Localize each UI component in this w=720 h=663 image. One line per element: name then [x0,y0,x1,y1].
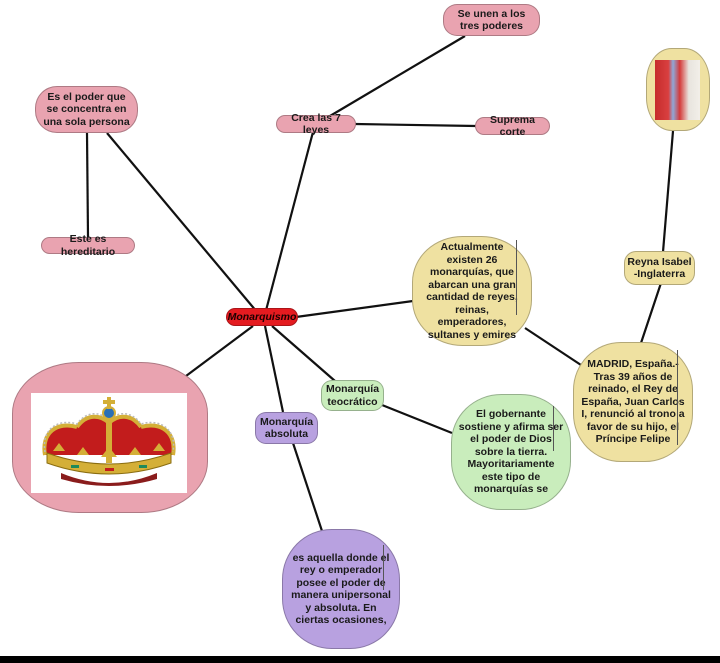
node-crea-leyes[interactable]: Crea las 7 leyes [276,112,356,136]
edge-reyna-photo [661,130,675,253]
node-hereditario-label: Este es hereditario [60,233,116,258]
node-madrid-scrollbar[interactable] [677,350,678,445]
node-absoluta-label: Monarquía absoluta [259,415,314,441]
node-tres-poderes[interactable]: Se unen a los tres poderes [443,4,540,36]
node-suprema-corte[interactable]: Suprema corte [475,114,550,138]
node-madrid-label: MADRID, España.- Tras 39 años de reinado… [581,358,685,446]
node-reyna-isabel-label: Reyna Isabel -Inglaterra [627,255,692,281]
node-reyna-isabel[interactable]: Reyna Isabel -Inglaterra [624,251,695,285]
edge-central-poder [106,132,263,319]
node-teocratico-desc-label: El gobernante sostiene y afirma ser el p… [458,408,564,496]
edge-leyes-suprema [354,122,477,128]
royal-family-photo [655,60,700,120]
node-actualmente[interactable]: Actualmente existen 26 monarquías, que a… [412,236,532,346]
edge-central-leyes [262,131,315,319]
edge-absoluta-desc [291,442,324,532]
edge-central-absoluta [263,325,285,413]
node-tres-poderes-label: Se unen a los tres poderes [457,7,526,33]
node-absoluta[interactable]: Monarquía absoluta [255,412,318,444]
node-absoluta-desc[interactable]: es aquella donde el rey o emperador pose… [282,529,400,649]
node-absoluta-desc-scrollbar[interactable] [383,545,384,590]
edge-poder-hereditario [85,132,90,238]
edge-central-teocratico [271,325,336,382]
node-teocratico-label: Monarquía teocrático [325,383,380,408]
node-hereditario[interactable]: Este es hereditario [41,233,135,258]
edge-leyes-tresPoderes [329,35,466,117]
node-teocratico-desc[interactable]: El gobernante sostiene y afirma ser el p… [451,394,571,510]
node-teocratico[interactable]: Monarquía teocrático [321,380,384,411]
node-poder-persona-label: Es el poder que se concentra en una sola… [43,90,130,128]
node-absoluta-desc-label: es aquella donde el rey o emperador pose… [291,551,391,627]
central-node-monarquismo[interactable]: Monarquismo [226,308,298,326]
edge-madrid-reyna [639,282,663,344]
node-actualmente-label: Actualmente existen 26 monarquías, que a… [426,241,518,341]
edge-actualmente-madrid [524,327,585,368]
bottom-bar [0,656,720,663]
node-madrid[interactable]: MADRID, España.- Tras 39 años de reinado… [573,342,693,462]
node-poder-persona[interactable]: Es el poder que se concentra en una sola… [35,86,138,133]
node-actualmente-scrollbar[interactable] [516,240,517,315]
node-teocratico-desc-scrollbar[interactable] [553,406,554,451]
edge-central-crown [185,325,254,377]
edge-central-actualmente [295,299,414,319]
crown-icon [42,397,176,486]
node-crea-leyes-label: Crea las 7 leyes [291,111,341,137]
central-node-label: Monarquismo [227,310,297,323]
edge-teocratico-desc [381,403,453,435]
node-suprema-corte-label: Suprema corte [490,113,535,139]
crown-image [31,393,187,493]
